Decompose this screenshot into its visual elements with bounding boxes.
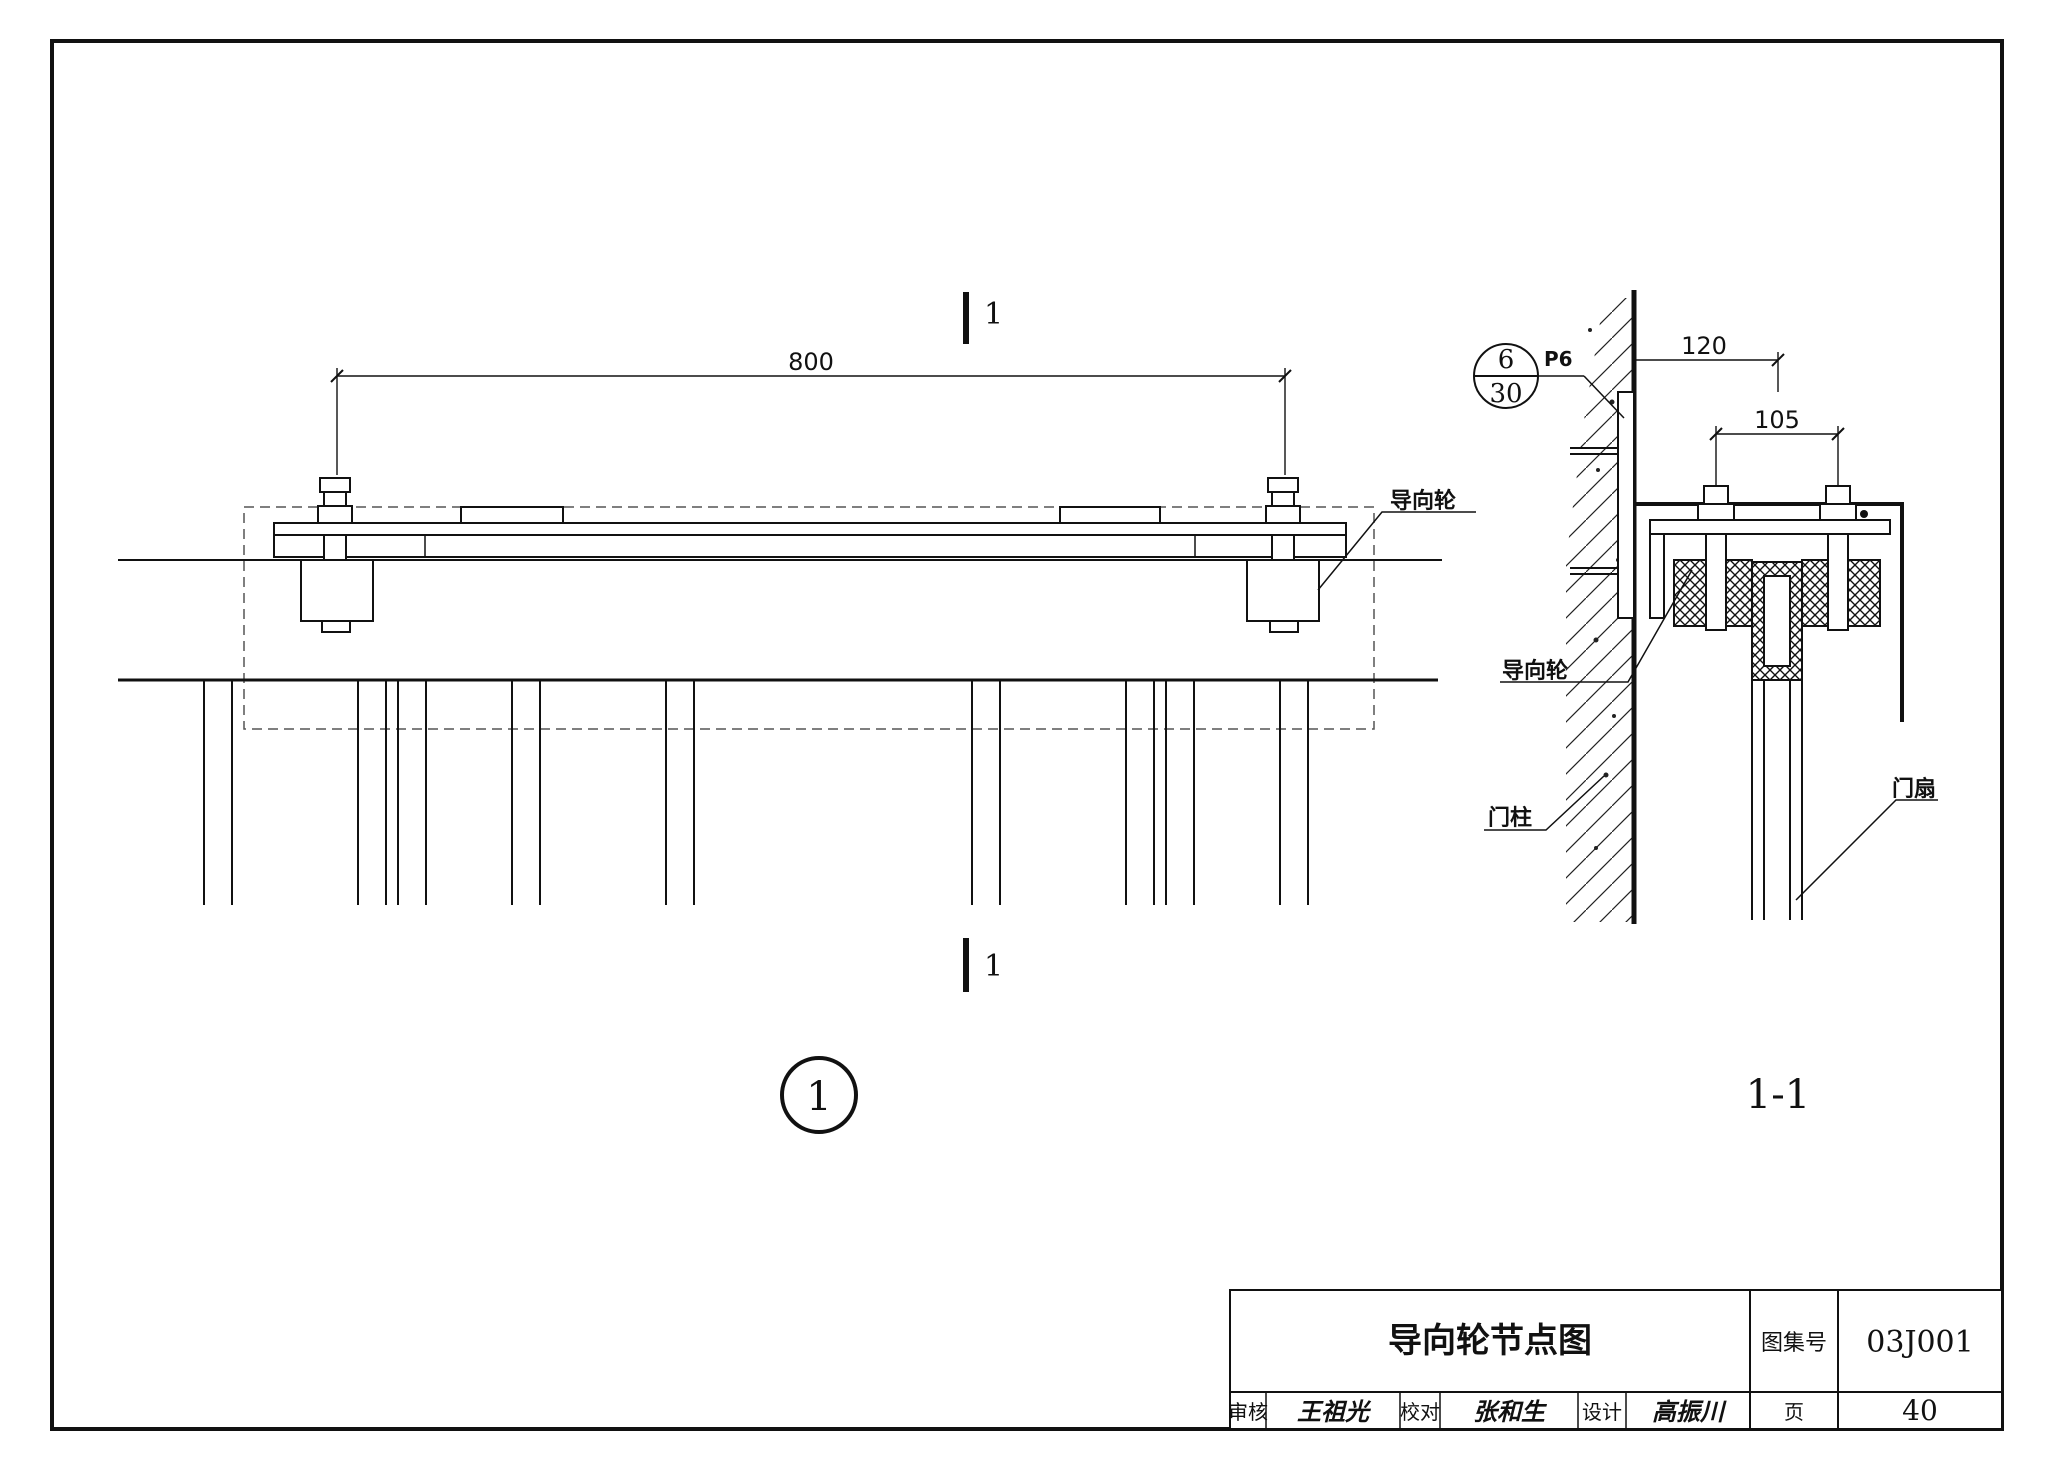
door-post-leader — [1484, 775, 1605, 831]
dimension-800-label: 800 — [788, 348, 834, 376]
section-guide-wheel-right-inner — [1801, 559, 1829, 627]
title-block: 导向轮节点图 图集号 03J001 审核 王祖光 校对 张和生 设计 高振川 页… — [1228, 1289, 2003, 1430]
door-post-label: 门柱 — [1488, 805, 1532, 831]
detail-boundary-dashed — [243, 506, 1375, 730]
dimension-105: 105 — [1709, 406, 1845, 486]
dimension-120: 120 — [1634, 332, 1785, 392]
reference-bubble: 6 30 P6 — [1473, 343, 1625, 419]
check-label: 校对 — [1400, 1400, 1440, 1424]
reference-numerator: 6 — [1498, 345, 1515, 375]
section-view-1-1: 120 105 6 30 P6 导向轮 门柱 门扇 1-1 — [1473, 290, 1938, 1118]
design-label: 设计 — [1582, 1400, 1622, 1424]
drawing-title: 导向轮节点图 — [1388, 1321, 1592, 1361]
section-mark-top-label: 1 — [984, 297, 1003, 332]
connecting-plate — [1649, 519, 1891, 535]
angle-bar — [273, 534, 1347, 558]
guide-wheel-right — [1246, 477, 1320, 633]
design-signature: 高振川 — [1652, 1398, 1727, 1426]
detail-number-circle — [780, 1056, 858, 1134]
guide-wheel-label: 导向轮 — [1390, 488, 1456, 514]
dimension-800: 800 — [330, 348, 1292, 475]
page-label: 页 — [1784, 1400, 1804, 1424]
reference-page: P6 — [1544, 347, 1573, 371]
detail-number-label: 1 — [806, 1074, 831, 1120]
guide-wheel-leader — [1317, 511, 1476, 591]
section-guide-wheel-label: 导向轮 — [1502, 658, 1568, 684]
detail-view-1: 1 1 800 — [118, 292, 1476, 1134]
dimension-120-label: 120 — [1681, 332, 1727, 360]
section-mark-bottom-label: 1 — [984, 949, 1003, 984]
guide-wheel-body-right — [1246, 559, 1320, 622]
weld-pad-left — [460, 506, 564, 524]
embedded-plate — [1617, 391, 1635, 619]
section-bolt-right — [1819, 485, 1857, 631]
section-guide-wheel-leader — [1500, 569, 1693, 683]
mounting-plate — [273, 522, 1347, 536]
atlas-label: 图集号 — [1761, 1331, 1827, 1356]
page-number: 40 — [1902, 1394, 1938, 1427]
check-signature: 张和生 — [1473, 1398, 1548, 1426]
review-signature: 王祖光 — [1297, 1398, 1372, 1426]
section-guide-wheel-left-inner — [1725, 559, 1753, 627]
dimension-105-label: 105 — [1754, 406, 1800, 434]
weld-pad-right — [1059, 506, 1161, 524]
door-leaf-leader — [1795, 799, 1938, 901]
review-label: 审核 — [1228, 1400, 1268, 1424]
atlas-number: 03J001 — [1866, 1325, 1973, 1360]
reference-denominator: 30 — [1489, 379, 1522, 409]
section-title: 1-1 — [1746, 1072, 1810, 1118]
guide-wheel-left — [300, 477, 374, 633]
door-leaf — [1751, 680, 1803, 920]
sheet-border — [50, 39, 2004, 1431]
gate-vertical-bars — [203, 680, 1309, 905]
section-guide-wheel-right-outer — [1847, 559, 1881, 627]
door-leaf-label: 门扇 — [1892, 776, 1936, 802]
guide-wheel-body-left — [300, 559, 374, 622]
